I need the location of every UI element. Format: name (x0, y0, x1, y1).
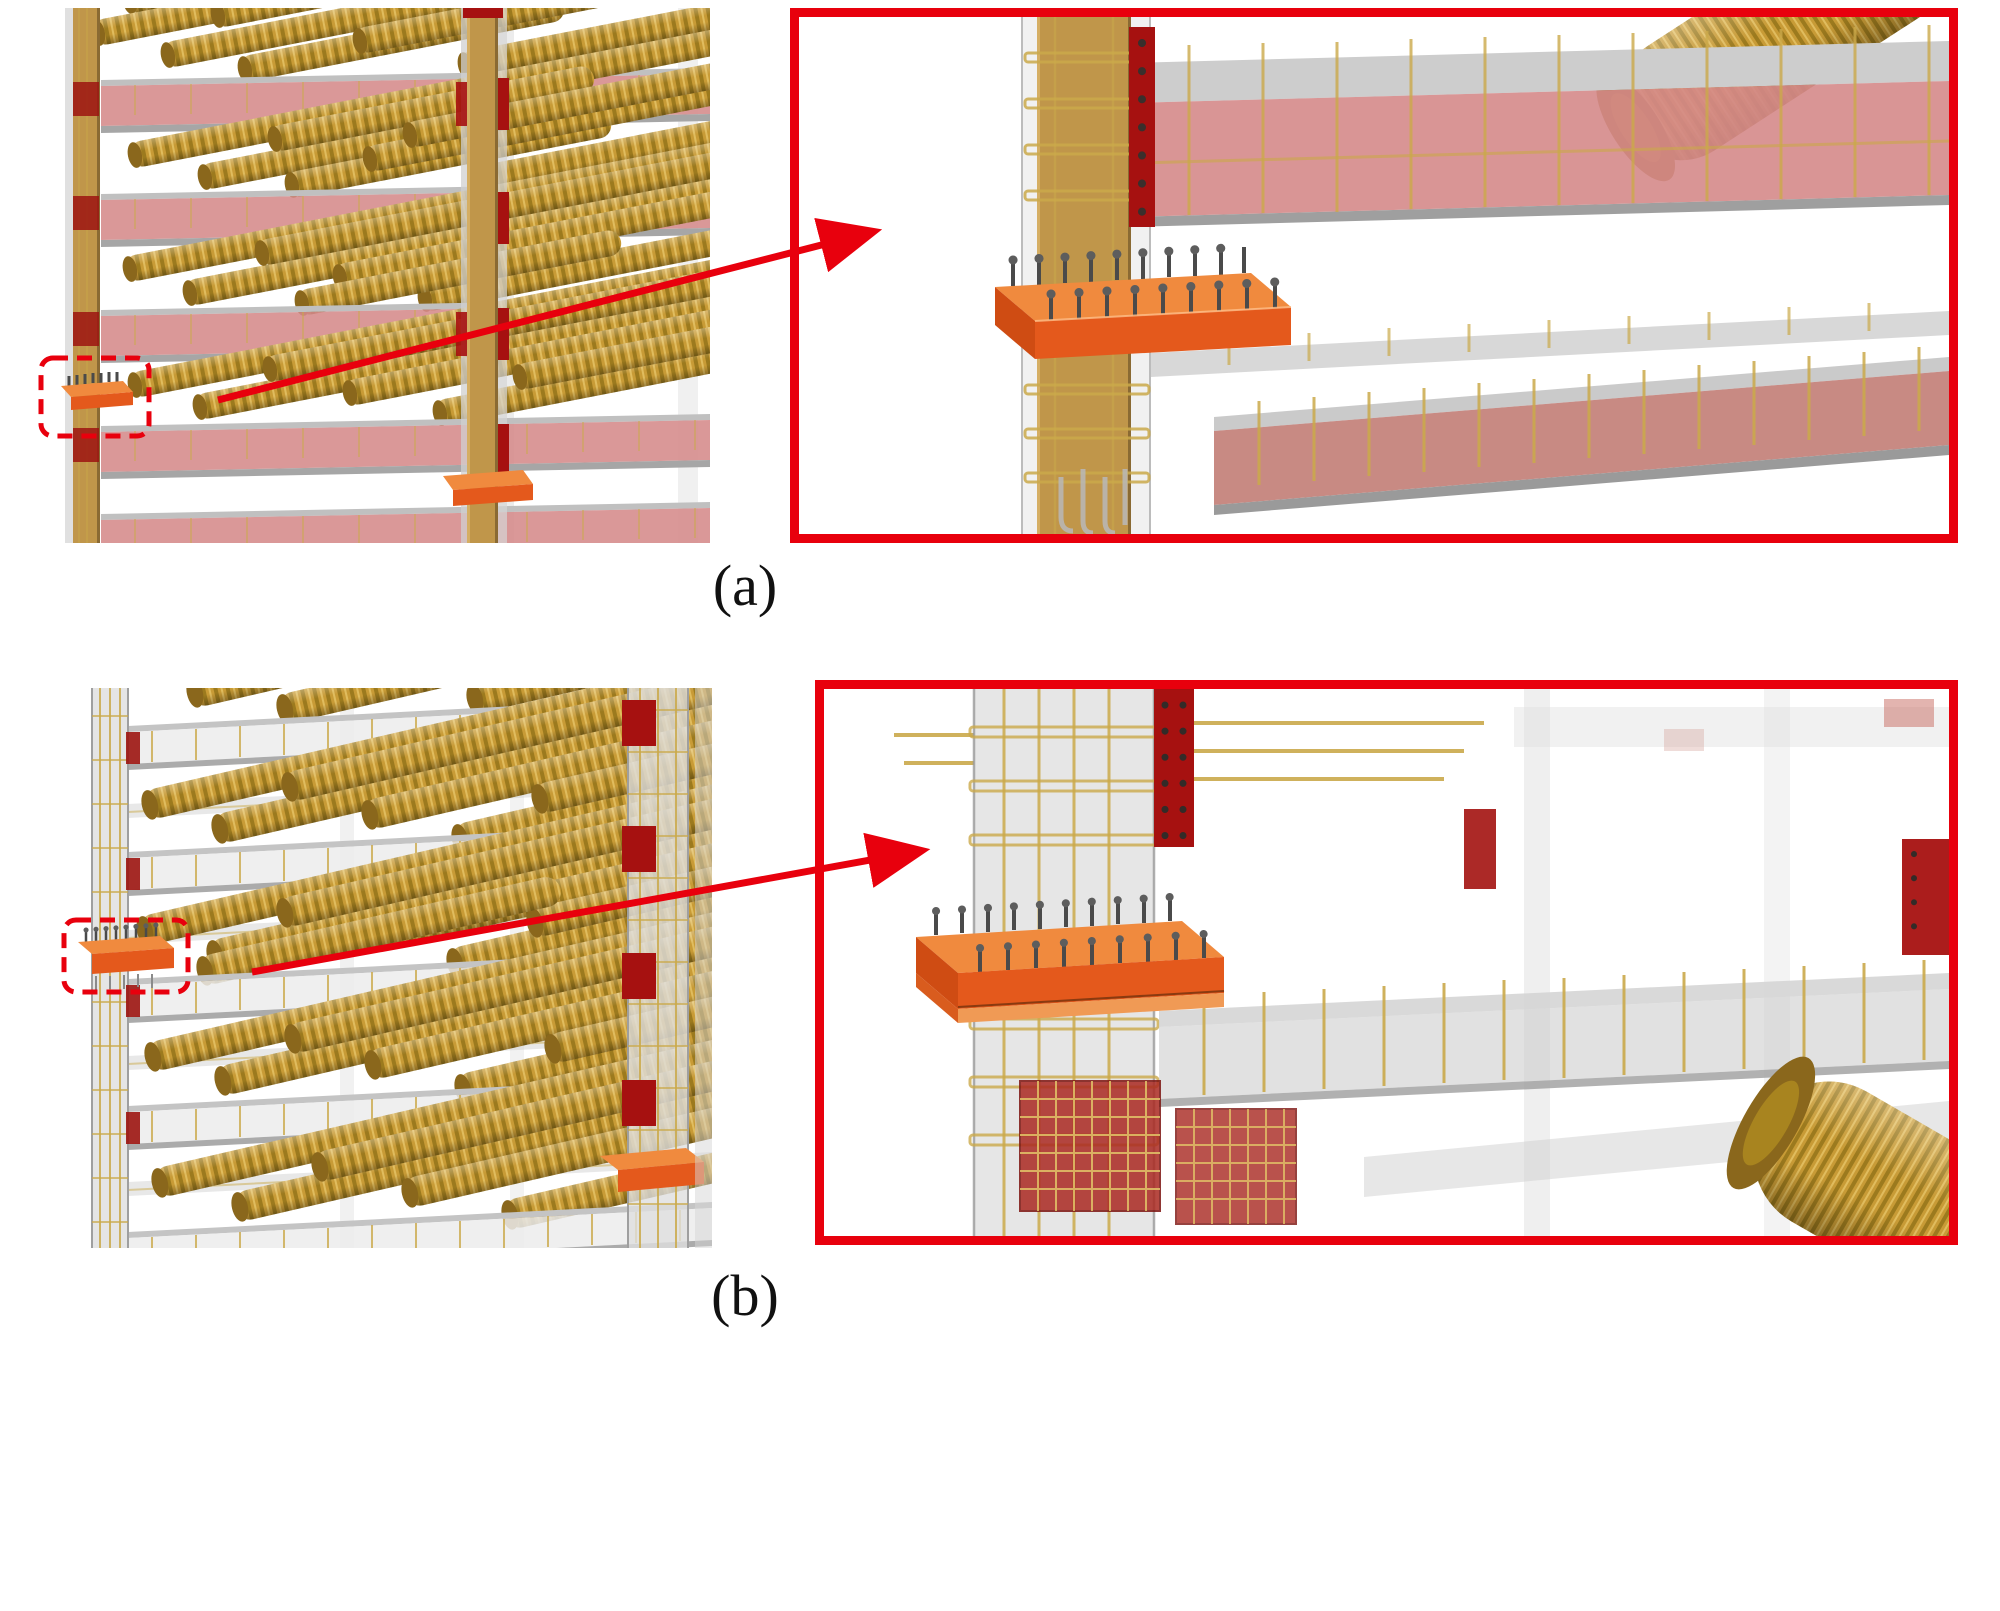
bolts (67, 372, 119, 386)
detail-view-b (815, 680, 1958, 1245)
right-red-plates (1464, 809, 1949, 955)
dowels (95, 974, 153, 990)
joint-plate (498, 192, 509, 244)
highlight-dashed-box-a (38, 355, 152, 439)
bolts (84, 925, 158, 942)
bolts-front-row (1049, 282, 1277, 320)
beam-lower-red (1214, 347, 1949, 515)
stirrup-ticks (1202, 960, 1926, 1095)
orange-connector-plate (600, 1148, 704, 1192)
column-detail (1021, 17, 1155, 534)
bolts-back-row (934, 897, 1172, 935)
joint-plate (622, 953, 656, 999)
floor-edge-beam-5 (100, 501, 710, 543)
joint-plate (622, 826, 656, 872)
joint-plate (1464, 809, 1496, 889)
orange-connector-plate-highlighted (78, 922, 174, 990)
composite-beam-upper (1131, 25, 1949, 227)
bolt-heads (976, 930, 1208, 952)
column-top-plate (463, 8, 503, 18)
model-a-overview (38, 8, 710, 543)
joint-plate (498, 308, 509, 360)
diagonal-beam (1159, 960, 1949, 1107)
model-b-overview (61, 688, 712, 1248)
joint-plate (456, 312, 467, 356)
joint-plate (622, 1080, 656, 1126)
stirrup-ticks (1187, 25, 1931, 215)
panel-b-label: (b) (711, 1263, 779, 1328)
detail-view-a (790, 8, 1958, 543)
stirrup-ticks (1257, 347, 1921, 485)
plate-second-layer-side (916, 973, 958, 1023)
panel-a-label: (a) (712, 553, 778, 618)
orange-connector-plate (443, 470, 533, 506)
red-end-plate (1129, 27, 1155, 227)
bolts-back-row (1011, 247, 1246, 286)
rebar-bars (894, 721, 1484, 781)
bolt-heads (83, 922, 159, 933)
bolts-front-row (978, 934, 1206, 972)
joint-plate (126, 858, 140, 890)
plate-front-face (1035, 307, 1291, 359)
column-hoops (92, 715, 128, 1223)
beam-lower-gray (1151, 303, 1949, 377)
floor-edge-beam-4 (100, 413, 710, 480)
red-end-plate (1154, 689, 1194, 847)
plate-left-face (995, 287, 1035, 359)
joint-plate (498, 78, 509, 130)
plate-left-face (916, 937, 958, 1009)
plate-second-layer (958, 993, 1224, 1023)
rebar-line (1053, 17, 1115, 534)
orange-connector-plate-detail (916, 893, 1225, 1023)
highlight-dashed-box-b (61, 917, 191, 995)
joint-plate (73, 428, 99, 462)
joint-plate (498, 424, 509, 476)
joint-plate (73, 82, 99, 116)
bolt-heads (1046, 277, 1280, 299)
orange-connector-plate-highlighted (61, 372, 133, 410)
joint-plate (126, 732, 140, 764)
stirrup-ticks (1227, 303, 1871, 365)
joint-plate (622, 700, 656, 746)
joint-plate (456, 82, 467, 126)
red-mesh-joint-2 (1175, 1108, 1297, 1225)
joint-plate (73, 196, 99, 230)
joint-plate (73, 312, 99, 346)
joint-plate (126, 1112, 140, 1144)
red-mesh-joint-1 (1019, 1080, 1161, 1212)
rebar-mesh (1020, 1081, 1160, 1211)
conduit-hooks (1058, 469, 1128, 534)
rebar-mesh (1176, 1109, 1296, 1224)
detail-a-drawing (995, 17, 1949, 534)
orange-connector-plate-detail (995, 242, 1292, 359)
floor-edge-beam-5 (127, 1201, 712, 1248)
detail-b-drawing (894, 689, 1949, 1236)
left-column (61, 8, 133, 543)
joint-plate (1902, 839, 1949, 955)
rebar-line (1138, 139, 1949, 165)
